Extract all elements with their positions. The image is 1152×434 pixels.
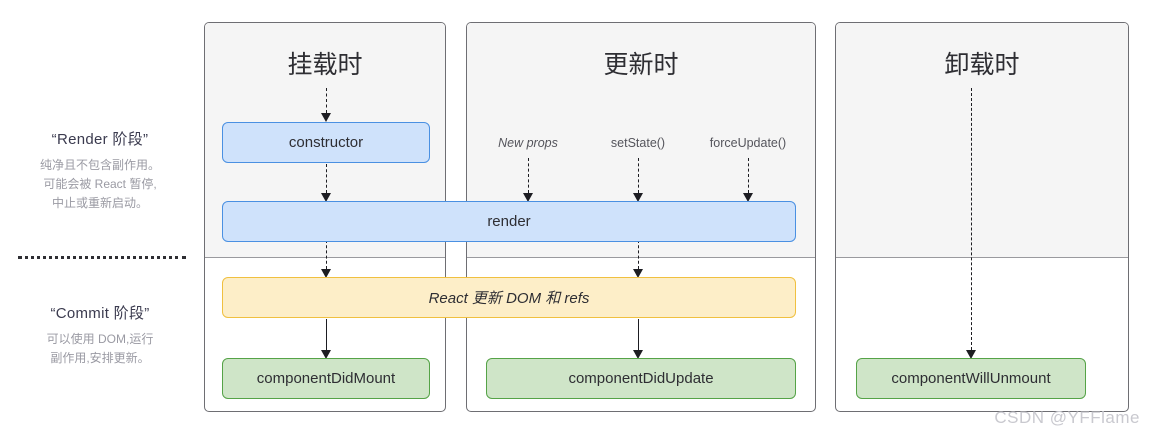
- column-unmounting: 卸载时: [835, 22, 1129, 412]
- arrow-commit-dom-to-component-did-mount: [320, 319, 332, 359]
- arrow-constructor-to-render: [320, 164, 332, 202]
- legend-render-phase-description: 纯净且不包含副作用。 可能会被 React 暂停, 中止或重新启动。: [0, 156, 200, 213]
- node-render[interactable]: render: [222, 201, 796, 242]
- legend-commit-phase: “Commit 阶段” 可以使用 DOM,运行 副作用,安排更新。: [0, 302, 200, 368]
- arrow-render-to-commit-dom-updating: [632, 240, 644, 278]
- node-constructor[interactable]: constructor: [222, 122, 430, 163]
- legend-render-phase-line-2: 可能会被 React 暂停,: [43, 177, 157, 191]
- arrow-forceupdate-to-render: [742, 158, 754, 202]
- arrow-new-props-to-render: [522, 158, 534, 202]
- watermark: CSDN @YFFlame: [994, 408, 1140, 427]
- legend-render-phase: “Render 阶段” 纯净且不包含副作用。 可能会被 React 暂停, 中止…: [0, 128, 200, 213]
- column-mounting-title: 挂载时: [287, 51, 363, 79]
- node-component-did-mount[interactable]: componentDidMount: [222, 358, 430, 399]
- trigger-label-setstate: setState(): [610, 136, 666, 150]
- legend-render-phase-title: “Render 阶段”: [51, 131, 149, 148]
- arrow-mount-title-to-constructor: [320, 88, 332, 122]
- trigger-label-new-props: New props: [498, 136, 558, 150]
- arrow-commit-dom-to-component-did-update: [632, 319, 644, 359]
- legend-render-phase-line-1: 纯净且不包含副作用。: [39, 158, 160, 172]
- arrow-setstate-to-render: [632, 158, 644, 202]
- node-react-updates-dom-and-refs[interactable]: React 更新 DOM 和 refs: [222, 277, 796, 318]
- phase-divider-dotted-line: [18, 256, 186, 259]
- legend-commit-phase-description: 可以使用 DOM,运行 副作用,安排更新。: [0, 330, 200, 368]
- node-component-did-update[interactable]: componentDidUpdate: [486, 358, 796, 399]
- column-updating-title: 更新时: [603, 51, 679, 79]
- arrow-unmount-title-to-component-will-unmount: [965, 88, 977, 359]
- legend-commit-phase-line-2: 副作用,安排更新。: [50, 351, 150, 365]
- render-phase-background-unmounting: [836, 23, 1128, 258]
- node-component-will-unmount[interactable]: componentWillUnmount: [856, 358, 1086, 399]
- column-unmounting-title: 卸载时: [944, 51, 1020, 79]
- legend-commit-phase-line-1: 可以使用 DOM,运行: [46, 332, 154, 346]
- trigger-label-forceupdate: forceUpdate(): [709, 136, 787, 150]
- arrow-render-to-commit-dom-mounting: [320, 240, 332, 278]
- legend-commit-phase-title: “Commit 阶段”: [50, 305, 150, 322]
- legend-render-phase-line-3: 中止或重新启动。: [51, 196, 148, 210]
